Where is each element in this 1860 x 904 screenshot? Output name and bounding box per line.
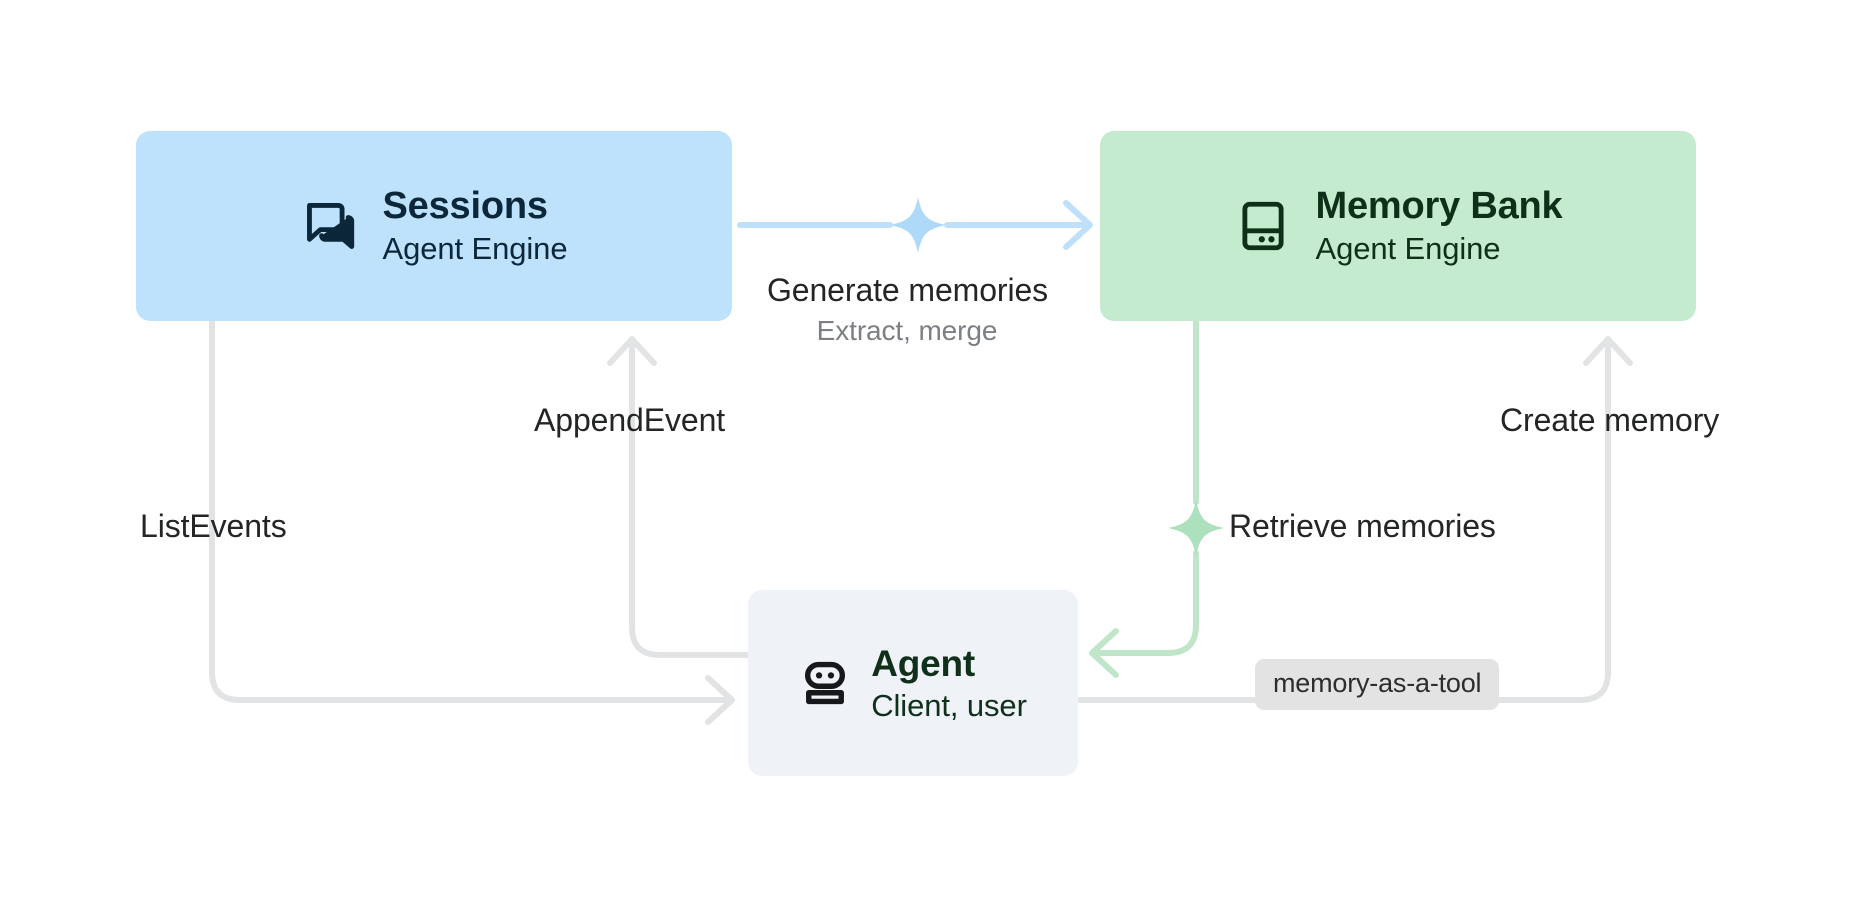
edge-retrieve-memories-arrowhead bbox=[1089, 628, 1119, 678]
edge-label-retrieve-memories: Retrieve memories bbox=[1229, 508, 1496, 544]
edge-label-generate-memories: Generate memories Extract, merge bbox=[767, 272, 1049, 347]
edge-create-memory bbox=[1075, 342, 1611, 703]
edge-retrieve-memories-lower bbox=[1095, 550, 1199, 656]
node-agent[interactable]: Agent Client, user bbox=[748, 590, 1078, 776]
node-agent-subtitle: Client, user bbox=[871, 687, 1027, 723]
edge-append-event-arrowhead bbox=[607, 336, 657, 366]
edge-generate-memories-arrowhead bbox=[1063, 200, 1093, 250]
edge-label-create-memory: Create memory bbox=[1500, 402, 1720, 438]
sparkle-icon-retrieve bbox=[1168, 500, 1224, 556]
node-sessions-title: Sessions bbox=[382, 185, 548, 228]
storage-rack-icon bbox=[1234, 197, 1292, 255]
chat-bubbles-icon bbox=[301, 197, 359, 255]
edge-create-memory-arrowhead bbox=[1583, 336, 1633, 366]
edge-append-event bbox=[629, 342, 751, 658]
node-memory-bank-title: Memory Bank bbox=[1315, 185, 1563, 228]
edge-label-append-event: AppendEvent bbox=[534, 402, 726, 438]
sparkle-icon-generate bbox=[890, 197, 946, 253]
badge-memory-as-a-tool: memory-as-a-tool bbox=[1255, 659, 1500, 710]
robot-icon bbox=[799, 657, 851, 709]
node-memory-bank[interactable]: Memory Bank Agent Engine bbox=[1100, 131, 1696, 321]
edge-list-events bbox=[209, 318, 729, 703]
edge-label-generate-memories-primary: Generate memories bbox=[767, 272, 1049, 308]
node-agent-title: Agent bbox=[871, 642, 976, 684]
node-memory-bank-subtitle: Agent Engine bbox=[1315, 231, 1501, 267]
edge-label-generate-memories-secondary: Extract, merge bbox=[816, 315, 998, 346]
node-sessions-subtitle: Agent Engine bbox=[382, 231, 568, 267]
node-sessions[interactable]: Sessions Agent Engine bbox=[136, 131, 732, 321]
edge-list-events-arrowhead bbox=[705, 675, 735, 725]
edge-label-list-events: ListEvents bbox=[140, 508, 287, 544]
